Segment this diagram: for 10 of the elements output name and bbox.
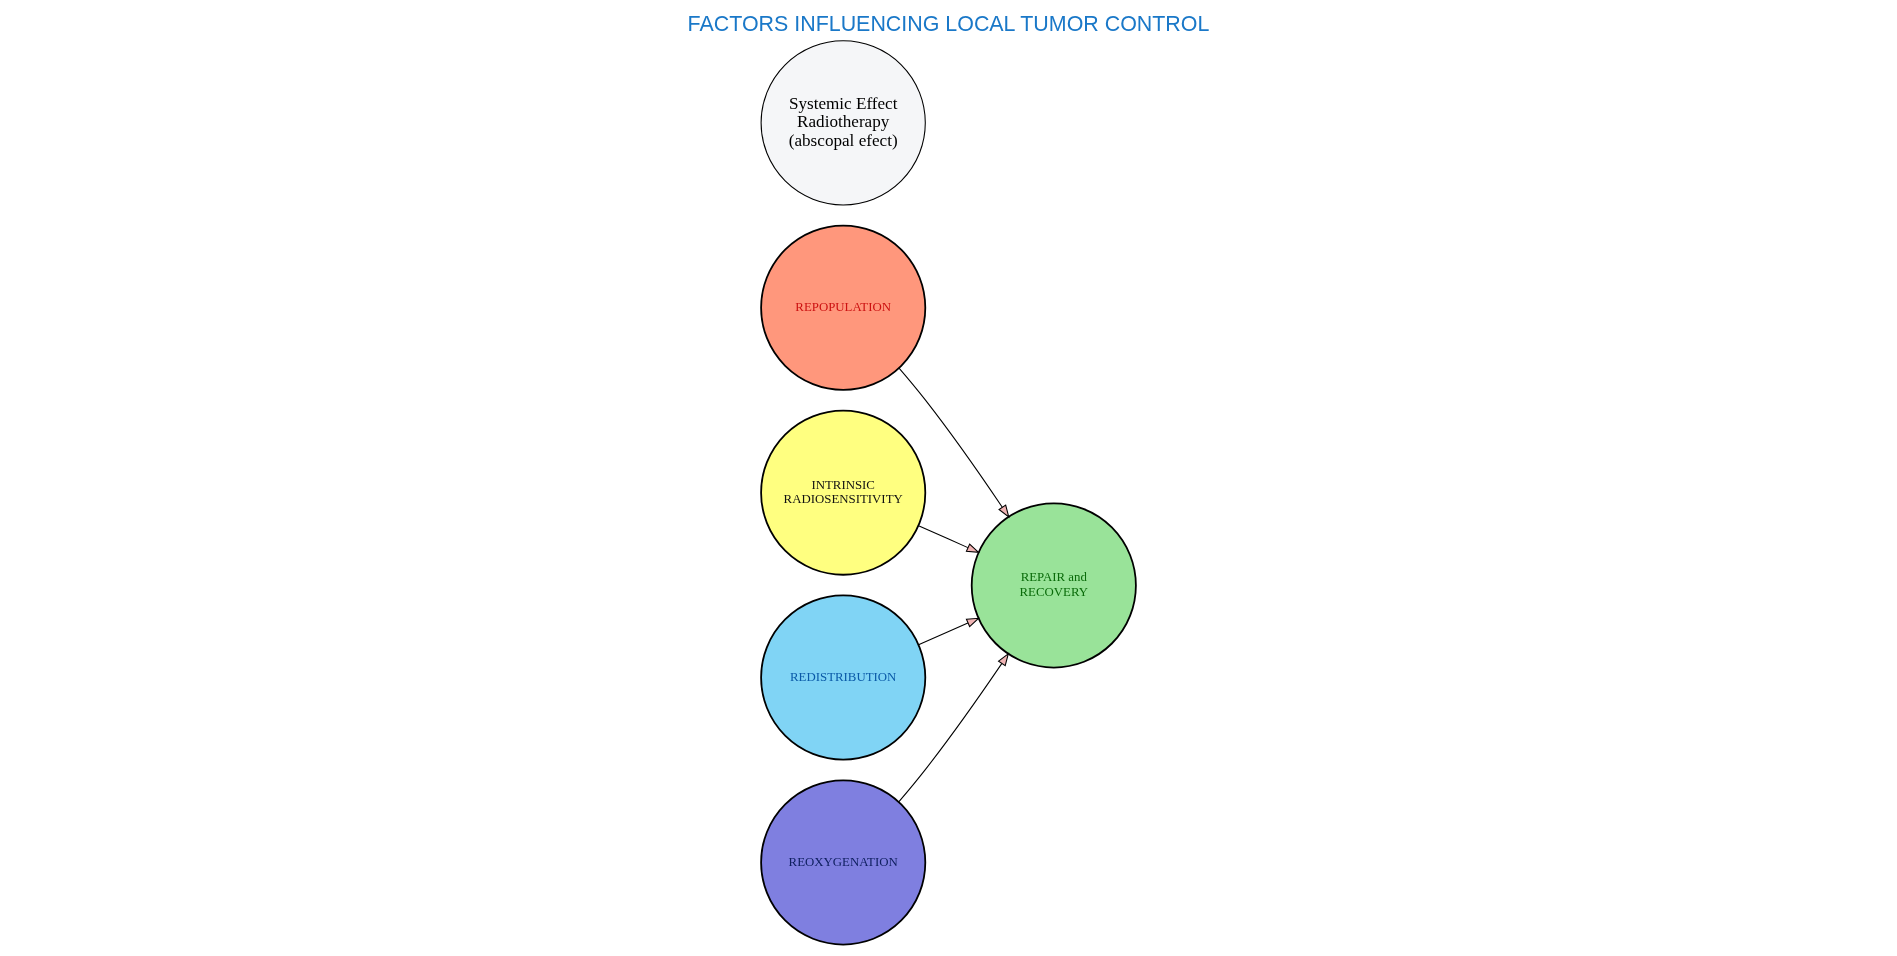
node-circle: REDISTRIBUTION	[760, 594, 927, 761]
node-circle: REPOPULATION	[760, 224, 927, 391]
arrow	[918, 617, 980, 646]
arrow	[918, 525, 980, 553]
diagram-title: FACTORS INFLUENCING LOCAL TUMOR CONTROL	[687, 12, 1210, 37]
arrow	[898, 652, 1010, 803]
node-circle: REOXYGENATION	[760, 779, 927, 946]
arrow	[898, 367, 1010, 519]
node-circle: Systemic Effect Radiotherapy (abscopal efect)	[760, 40, 926, 206]
node-circle: INTRINSIC RADIOSENSITIVITY	[760, 409, 927, 576]
